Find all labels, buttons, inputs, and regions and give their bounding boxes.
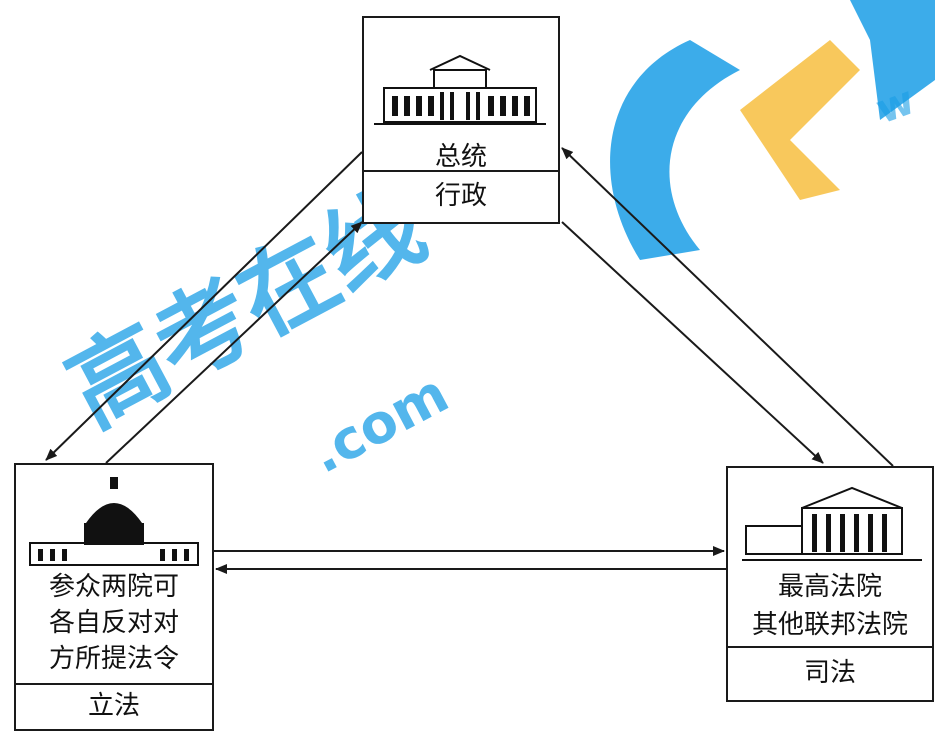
watermark-chevron (740, 40, 860, 200)
supreme-court-icon (742, 486, 922, 561)
arrow-jud-to-exec (561, 147, 894, 467)
legislative-label-line-1: 参众两院可 (48, 572, 179, 602)
arrow-exec-to-jud (561, 221, 824, 464)
legislative-label-line-3: 方所提法令 (48, 644, 179, 674)
capitol-building-icon (29, 477, 199, 566)
legislative-box: 参众两院可 各自反对对 方所提法令 立法 (14, 463, 214, 731)
judicial-branch-label: 司法 (728, 646, 932, 700)
legislative-label: 参众两院可 各自反对对 方所提法令 (18, 569, 210, 677)
legislative-branch-label: 立法 (16, 683, 212, 729)
judicial-label: 最高法院 其他联邦法院 (728, 568, 932, 644)
executive-box: 总统 行政 (362, 16, 560, 224)
watermark-letter-shape (850, 0, 935, 120)
arrow-exec-to-leg (45, 151, 363, 461)
watermark-swoosh (610, 40, 740, 260)
judicial-box: 最高法院 其他联邦法院 司法 (726, 466, 934, 702)
legislative-label-line-2: 各自反对对 (48, 608, 179, 638)
arrow-leg-to-exec (105, 221, 363, 464)
judicial-label-line-2: 其他联邦法院 (751, 610, 908, 640)
executive-branch-label: 行政 (364, 170, 558, 222)
executive-label: 总统 (434, 142, 487, 172)
white-house-icon (374, 54, 546, 125)
judicial-label-line-1: 最高法院 (777, 572, 882, 602)
